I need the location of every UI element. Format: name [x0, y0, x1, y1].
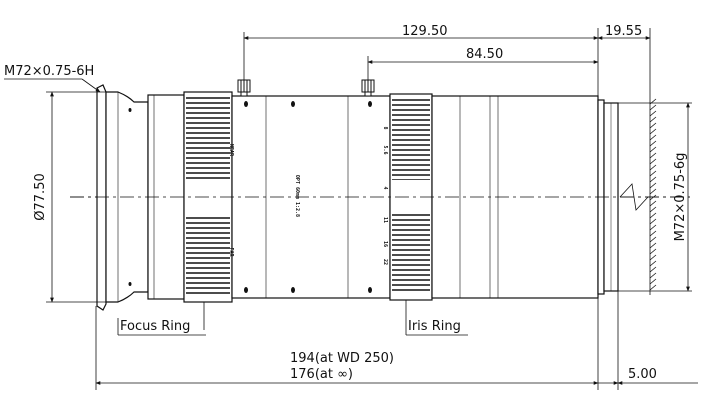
dim-129-50: 129.50 [402, 24, 448, 39]
hatch-line [649, 206, 657, 213]
iris-16-marking: 16 [382, 241, 388, 247]
hatch-line [649, 236, 657, 243]
front-thread-flange [96, 84, 107, 311]
hatch-line [649, 212, 657, 219]
hatch-line [649, 170, 657, 177]
dim-19-55: 19.55 [605, 24, 642, 39]
iris-lock-screw [361, 79, 375, 97]
hatch-line [649, 116, 657, 123]
hatch-line [649, 248, 657, 255]
hatch-line [649, 110, 657, 117]
hatch-line [649, 134, 657, 141]
length-inf-label: 176(at ∞) [290, 367, 353, 382]
hatch-line [649, 272, 657, 279]
hatch-line [649, 278, 657, 285]
hatch-line [649, 146, 657, 153]
hatch-line [649, 218, 657, 225]
hatch-line [649, 182, 657, 189]
focus-lock-screw [237, 79, 251, 97]
diameter-label: Ø77.50 [33, 173, 48, 220]
dim-84-50: 84.50 [466, 47, 503, 62]
index-marks [128, 101, 372, 293]
dim-5-00: 5.00 [628, 367, 657, 382]
hatch-line [649, 188, 657, 195]
hatch-line [649, 140, 657, 147]
focus-ring-label: Focus Ring [120, 319, 190, 334]
thread-front-label: M72×0.75-6H [4, 64, 94, 79]
iris-4-marking: 4 [382, 186, 388, 189]
lens-body [96, 84, 619, 311]
focus-near-marking: NEAR [228, 144, 234, 157]
hatch-line [649, 224, 657, 231]
thread-rear-label: M72×0.75-6g [673, 153, 688, 242]
iris-8-marking: 8 [382, 126, 388, 129]
hatch-line [649, 230, 657, 237]
hatch-line [649, 266, 657, 273]
product-marking: OPT 60mm 1:2.8 [294, 175, 300, 217]
hatch-line [649, 284, 657, 291]
hatch-line [649, 128, 657, 135]
hatch-line [649, 98, 657, 105]
focus-far-marking: FAR [228, 247, 234, 257]
hatch-line [649, 242, 657, 249]
hatch-line [649, 122, 657, 129]
iris-5-6-marking: 5.6 [382, 145, 388, 154]
hatch-line [649, 164, 657, 171]
hatch-line [649, 260, 657, 267]
thread-front-leader [81, 78, 101, 93]
hatch-line [649, 104, 657, 111]
iris-22-marking: 22 [382, 259, 388, 265]
iris-11-marking: 11 [382, 217, 388, 223]
hatch-line [649, 176, 657, 183]
hatch-line [649, 194, 657, 201]
hatch-line [649, 200, 657, 207]
hatch-line [649, 254, 657, 261]
hatch-line [649, 158, 657, 165]
iris-ring-label: Iris Ring [408, 319, 461, 334]
hatch-line [649, 152, 657, 159]
length-wd-label: 194(at WD 250) [290, 351, 394, 366]
image-plane-symbol [619, 98, 657, 295]
